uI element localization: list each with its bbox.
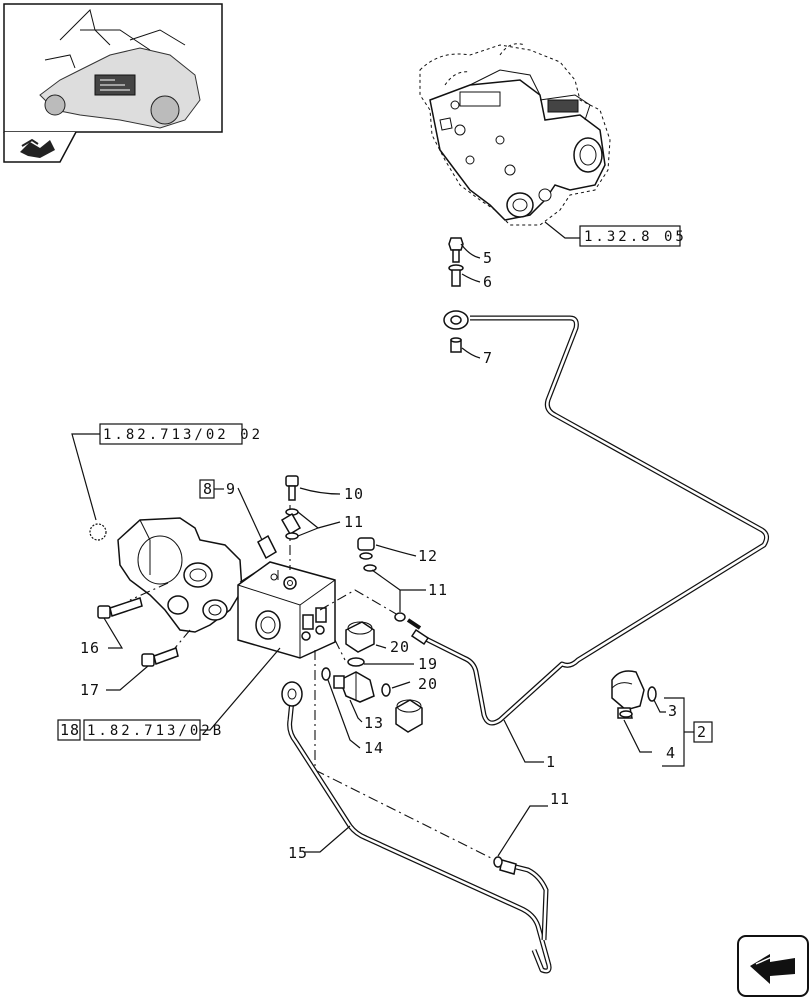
callout-15[interactable]: 15: [288, 844, 308, 862]
part-20-cap-upper: [345, 621, 375, 653]
part-9-fitting: [257, 534, 277, 560]
part-19-oring-b: [381, 683, 391, 697]
callout-16[interactable]: 16: [80, 639, 100, 657]
part-11-oring-mid: [394, 612, 422, 630]
callout-7[interactable]: 7: [483, 349, 493, 367]
callout-11-bottom[interactable]: 11: [550, 790, 570, 808]
callout-11-top[interactable]: 11: [344, 513, 364, 531]
valve-assembly: [89, 517, 336, 659]
ref-pump-label: 1.32.8 05: [584, 229, 687, 245]
callout-9[interactable]: 9: [226, 480, 236, 498]
part-7-washer: [450, 337, 462, 353]
pump-housing-drawing: [419, 43, 611, 226]
part-5-bolt: [448, 237, 464, 263]
ref-box-valve-bottom[interactable]: 18 1.82.713/02B: [57, 719, 224, 741]
part-6-washer: [448, 264, 464, 287]
ref-valve-top-label: 1.82.713/02 02: [103, 427, 263, 443]
part-14-oring: [321, 667, 331, 681]
callout-10[interactable]: 10: [344, 485, 364, 503]
part-16-bolt: [97, 597, 143, 619]
callout-4[interactable]: 4: [666, 744, 676, 762]
next-page-arrow-icon[interactable]: [737, 935, 809, 997]
callout-5[interactable]: 5: [483, 249, 493, 267]
callout-13[interactable]: 13: [364, 714, 384, 732]
callout-1[interactable]: 1: [546, 753, 556, 771]
manual-book-icon: [20, 138, 55, 158]
callout-18: 18: [60, 721, 80, 739]
part-17-bolt: [141, 647, 179, 667]
ref-valve-bottom-label: 1.82.713/02B: [87, 723, 224, 739]
pipe-15: [281, 681, 552, 974]
part-20-cap-lower: [395, 699, 423, 733]
part-11-orings: [280, 508, 302, 540]
callout-20-lower[interactable]: 20: [418, 675, 438, 693]
callout-3[interactable]: 3: [668, 702, 678, 720]
elbow-fitting: [611, 670, 657, 719]
callout-2[interactable]: 2: [697, 723, 707, 741]
callout-19[interactable]: 19: [418, 655, 438, 673]
callout-20-upper[interactable]: 20: [390, 638, 410, 656]
part-12-plug: [357, 537, 377, 572]
callout-17[interactable]: 17: [80, 681, 100, 699]
part-13-tee-fitting: [333, 671, 375, 703]
tractor-transmission-thumbnail: [39, 9, 201, 129]
thumbnail-frame[interactable]: [3, 3, 223, 163]
pipe-1: [410, 310, 770, 726]
ref-box-valve-top[interactable]: 1.82.713/02 02: [99, 423, 263, 445]
callout-6[interactable]: 6: [483, 273, 493, 291]
callout-14[interactable]: 14: [364, 739, 384, 757]
part-19-oring: [347, 657, 365, 667]
callout-8[interactable]: 8: [203, 480, 213, 498]
ref-box-pump[interactable]: 1.32.8 05: [579, 225, 687, 247]
callout-11-mid[interactable]: 11: [428, 581, 448, 599]
part-10-bolt: [285, 475, 299, 501]
callout-12[interactable]: 12: [418, 547, 438, 565]
